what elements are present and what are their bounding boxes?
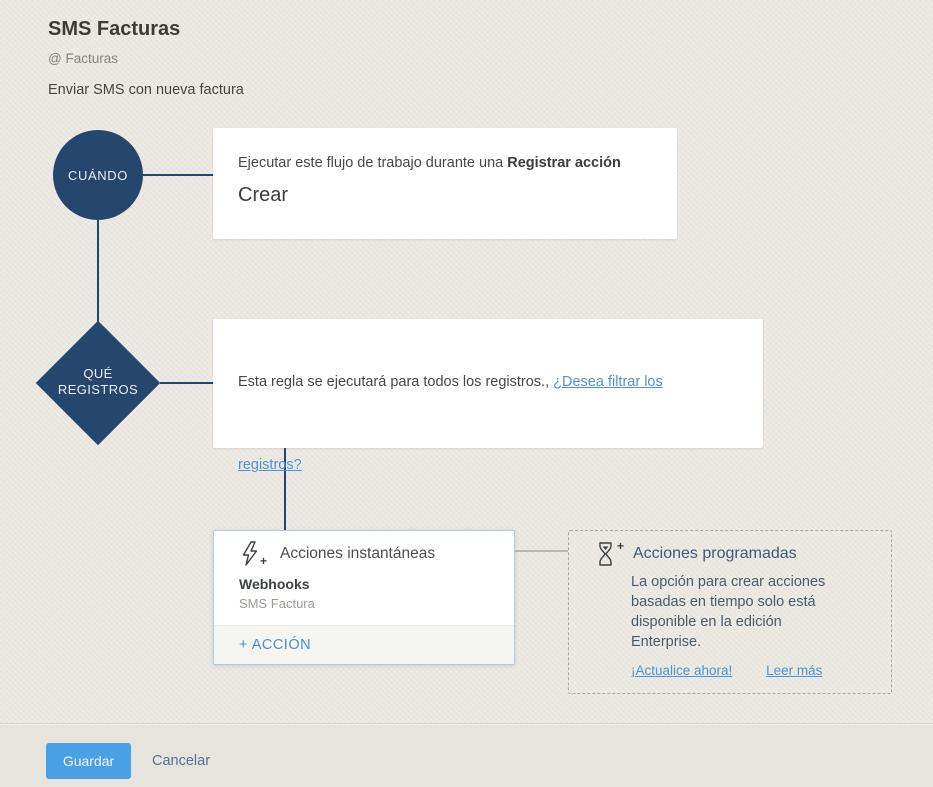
which-records-text: Esta regla se ejecutará para todos los r… [238, 374, 663, 390]
which-records-card[interactable]: Esta regla se ejecutará para todos los r… [213, 319, 763, 448]
page-title: SMS Facturas [48, 18, 181, 40]
instant-action-item-type[interactable]: Webhooks [239, 576, 310, 592]
filter-records-link[interactable]: ¿Desea filtrar los [553, 374, 663, 390]
which-records-node-label: QUÉ REGISTROS [57, 366, 139, 397]
scheduled-actions-header: + Acciones programadas [595, 540, 797, 567]
when-rule-text: Ejecutar este flujo de trabajo durante u… [238, 155, 621, 171]
when-card[interactable]: Ejecutar este flujo de trabajo durante u… [213, 128, 677, 239]
read-more-link[interactable]: Leer más [766, 663, 823, 678]
instant-actions-footer: + ACCIÓN [214, 625, 514, 664]
scheduled-actions-title: Acciones programadas [633, 545, 797, 562]
when-node: CUÁNDO [53, 130, 143, 220]
scheduled-actions-links: ¡Actualice ahora! Leer más [631, 663, 852, 678]
when-node-label: CUÁNDO [68, 167, 128, 183]
connector-when-to-card [143, 174, 213, 176]
module-label: @ Facturas [48, 51, 118, 66]
save-button[interactable]: Guardar [46, 743, 131, 779]
footer-action-bar: Guardar Cancelar [0, 723, 933, 787]
connector-records-to-card [160, 382, 213, 384]
workflow-description: Enviar SMS con nueva factura [48, 82, 244, 98]
scheduled-actions-message: La opción para crear acciones basadas en… [631, 574, 826, 650]
instant-actions-title: Acciones instantáneas [280, 545, 436, 562]
instant-actions-box: + Acciones instantáneas Webhooks SMS Fac… [213, 530, 515, 665]
upgrade-now-link[interactable]: ¡Actualice ahora! [631, 663, 733, 678]
lightning-plus-icon: + [239, 541, 267, 567]
cancel-button[interactable]: Cancelar [152, 753, 211, 769]
hourglass-plus-icon: + [595, 540, 624, 567]
instant-actions-header: + Acciones instantáneas [239, 541, 435, 567]
when-trigger-value: Crear [238, 184, 289, 206]
scheduled-actions-box: + Acciones programadas La opción para cr… [568, 530, 892, 694]
instant-action-item-name[interactable]: SMS Factura [239, 596, 315, 611]
connector-records-to-instant [284, 448, 286, 530]
connector-when-to-records [97, 218, 99, 341]
when-trigger-type: Registrar acción [507, 155, 621, 171]
connector-instant-to-scheduled [514, 550, 568, 552]
filter-records-link-wrapped[interactable]: registros? [238, 457, 302, 473]
add-action-button[interactable]: + ACCIÓN [239, 637, 312, 653]
